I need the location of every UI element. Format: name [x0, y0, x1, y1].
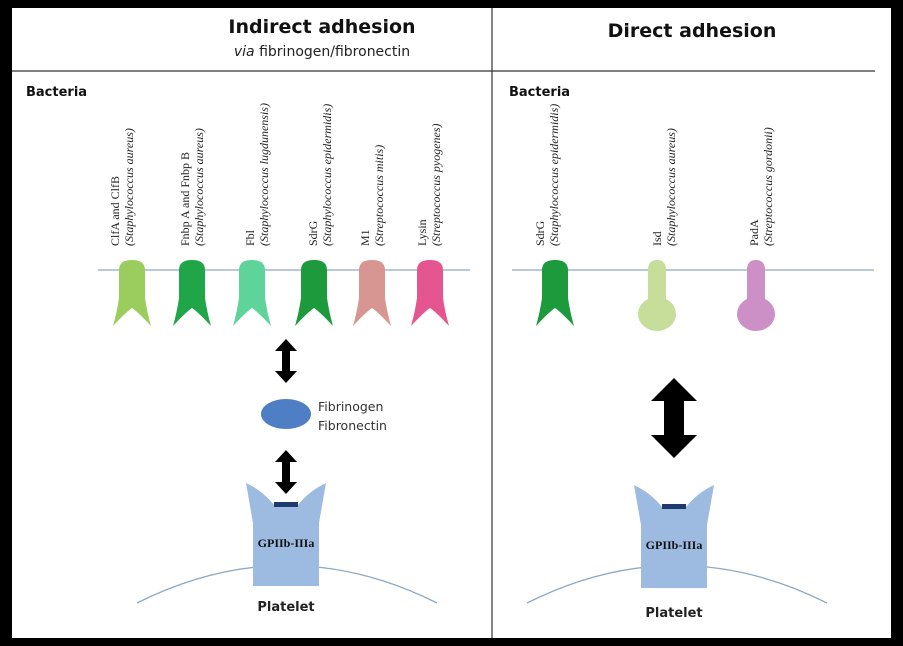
- subtitle-via: via: [233, 44, 255, 60]
- m1-adhesin: [353, 260, 391, 326]
- fibrinogen-ellipse: [261, 399, 311, 429]
- subtitle-rest: fibrinogen/fibronectin: [254, 44, 411, 60]
- double-arrow-icon: [275, 339, 297, 383]
- isd-adhesin: [638, 260, 676, 331]
- lysin-adhesin: [411, 260, 449, 326]
- clfa-adhesin: [113, 260, 151, 326]
- left-receptor-binding-site: [274, 502, 298, 507]
- double-arrow-icon: [275, 450, 297, 494]
- indirect-adhesion-subtitle: via fibrinogen/fibronectin: [162, 44, 482, 60]
- pada-adhesin: [737, 260, 775, 331]
- left-receptor-label: GPIIb-IIIa: [257, 536, 315, 550]
- right-receptor-binding-site: [662, 504, 686, 509]
- ligand-label: Fibrinogen Fibronectin: [318, 397, 387, 435]
- right-receptor-label: GPIIb-IIIa: [645, 538, 703, 552]
- right-receptor: [634, 485, 714, 588]
- direct-adhesion-title: Direct adhesion: [607, 20, 777, 42]
- diagram-graphics: [12, 8, 875, 638]
- diagram-frame: Indirect adhesion via fibrinogen/fibrone…: [12, 8, 891, 638]
- right-bacteria-label: Bacteria: [509, 85, 571, 100]
- fibronectin-label: Fibronectin: [318, 418, 387, 433]
- indirect-adhesion-title: Indirect adhesion: [228, 16, 416, 38]
- left-bacteria-label: Bacteria: [26, 85, 88, 100]
- large-double-arrow-icon: [651, 378, 697, 458]
- right-platelet-label: Platelet: [645, 606, 703, 621]
- fnbp-adhesin: [173, 260, 211, 326]
- left-receptor: [246, 483, 326, 586]
- sdrg-adhesin: [295, 260, 333, 326]
- sdrg-adhesin-direct: [536, 260, 574, 326]
- left-platelet-label: Platelet: [257, 600, 315, 615]
- fbl-adhesin: [233, 260, 271, 326]
- fibrinogen-label: Fibrinogen: [318, 399, 384, 414]
